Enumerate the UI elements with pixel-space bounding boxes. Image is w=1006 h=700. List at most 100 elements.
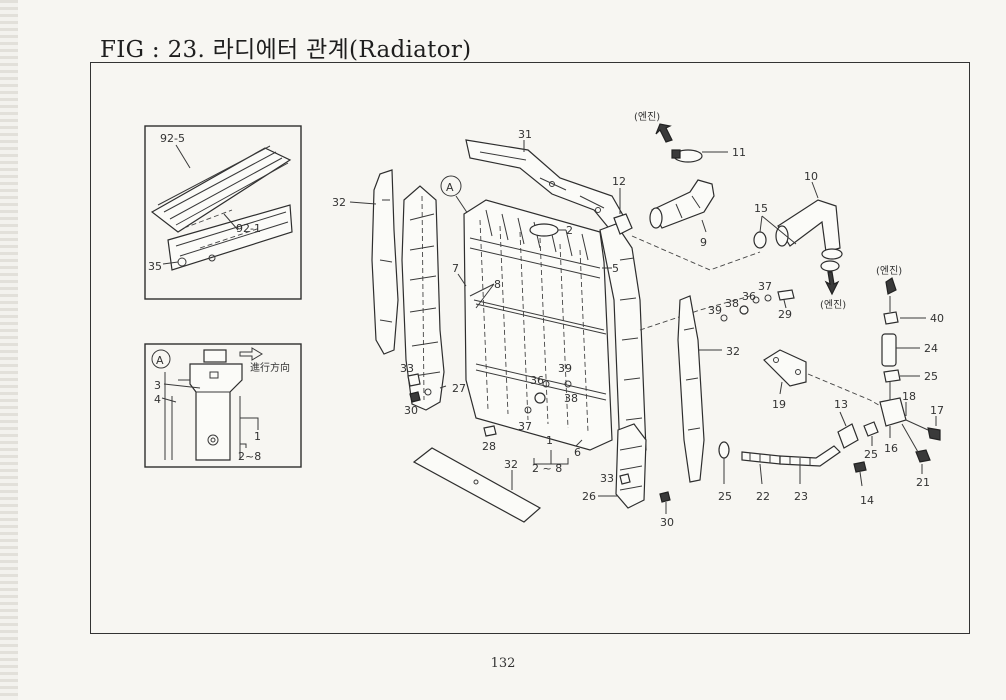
leader-10 bbox=[811, 181, 819, 199]
connection-dash-1 bbox=[631, 235, 761, 271]
leader-6 bbox=[575, 439, 583, 447]
view-a-circle bbox=[151, 349, 171, 369]
callout-27: 27 bbox=[452, 382, 466, 395]
engine-label-top: (엔진) bbox=[634, 111, 660, 123]
inset-callout-2-8: 2~8 bbox=[238, 450, 261, 463]
part-25-clamp-right bbox=[883, 369, 901, 383]
part-28-bolt bbox=[483, 425, 497, 437]
part-33-clip-left bbox=[407, 373, 421, 387]
leader-92-1 bbox=[223, 213, 239, 231]
callout-37-mid: 37 bbox=[518, 420, 532, 433]
callout-1: 1 bbox=[546, 434, 553, 447]
callout-31: 31 bbox=[518, 128, 532, 141]
leader-3 bbox=[163, 383, 201, 389]
part-30-bolt-bottom bbox=[659, 491, 671, 503]
inset-a-drawing bbox=[164, 347, 263, 461]
callout-29: 29 bbox=[778, 308, 792, 321]
figure-title: FIG : 23. 라디에터 관계(Radiator) bbox=[100, 37, 472, 63]
part-22-hose bbox=[741, 451, 781, 465]
callout-38-top: 38 bbox=[725, 297, 739, 310]
leader-9 bbox=[701, 219, 707, 233]
part-40-fitting bbox=[883, 277, 899, 325]
leader-35 bbox=[162, 261, 179, 265]
callout-92-1: 92-1 bbox=[236, 222, 261, 235]
leader-29 bbox=[783, 299, 787, 309]
binding-edge bbox=[0, 0, 18, 700]
leader-13 bbox=[839, 411, 847, 427]
callout-21: 21 bbox=[916, 476, 930, 489]
callout-22: 22 bbox=[756, 490, 770, 503]
part-25-clamp-low bbox=[863, 421, 879, 437]
part-27-left-bracket bbox=[401, 185, 445, 411]
inset-grille-frame bbox=[144, 125, 302, 300]
leader-1 bbox=[240, 417, 259, 430]
callout-32-mid: 32 bbox=[726, 345, 740, 358]
callout-28: 28 bbox=[482, 440, 496, 453]
callout-16: 16 bbox=[884, 442, 898, 455]
part-25-clamp-bottom bbox=[718, 441, 730, 459]
part-17-plug bbox=[905, 419, 941, 441]
callout-2-8: 2 ~ 8 bbox=[532, 462, 562, 475]
callout-24: 24 bbox=[924, 342, 938, 355]
part-30-bolt-left bbox=[409, 391, 421, 403]
part-13-hose-joint bbox=[837, 423, 859, 449]
callout-36-top: 36 bbox=[742, 290, 756, 303]
callout-39-mid: 39 bbox=[558, 362, 572, 375]
part-32-bottom-seal bbox=[412, 447, 542, 523]
callout-32-left: 32 bbox=[332, 196, 346, 209]
callout-25-bottom: 25 bbox=[718, 490, 732, 503]
callout-25-low: 25 bbox=[864, 448, 878, 461]
engine-label-right: (엔진) bbox=[876, 265, 902, 277]
inset-grille-detail: 92-5 92-1 35 bbox=[144, 125, 302, 300]
callout-25-right: 25 bbox=[924, 370, 938, 383]
callout-32-bottom: 32 bbox=[504, 458, 518, 471]
inset-callout-4: 4 bbox=[154, 393, 161, 406]
callout-37-top: 37 bbox=[758, 280, 772, 293]
callout-33-bottom: 33 bbox=[600, 472, 614, 485]
engine-arrow-top-icon bbox=[655, 123, 673, 143]
callout-6: 6 bbox=[574, 446, 581, 459]
callout-7: 7 bbox=[452, 262, 459, 275]
callout-18: 18 bbox=[902, 390, 916, 403]
callout-26: 26 bbox=[582, 490, 596, 503]
direction-text: 進行方向 bbox=[250, 361, 290, 374]
callout-5: 5 bbox=[612, 262, 619, 275]
view-a-pointer bbox=[455, 195, 469, 215]
leader-7 bbox=[457, 273, 467, 287]
callout-14: 14 bbox=[860, 494, 874, 507]
part-11-hose-clamp bbox=[671, 149, 703, 163]
inset-view-a: A 進行方向 3 4 1 2~8 bbox=[144, 343, 302, 468]
part-32-left-seal bbox=[371, 169, 399, 355]
leader-4 bbox=[161, 397, 177, 403]
main-view-a-circle bbox=[440, 175, 462, 197]
leader-1-2-8 bbox=[533, 450, 569, 465]
leader-92-5 bbox=[175, 144, 191, 169]
part-26-lower-bracket bbox=[615, 423, 647, 509]
leader-19 bbox=[779, 381, 783, 395]
callout-17: 17 bbox=[930, 404, 944, 417]
radiator-core bbox=[463, 199, 613, 451]
callout-10: 10 bbox=[804, 170, 818, 183]
part-29-bolt bbox=[720, 289, 795, 322]
callout-13: 13 bbox=[834, 398, 848, 411]
leader-2-8 bbox=[240, 443, 247, 448]
callout-23: 23 bbox=[794, 490, 808, 503]
part-23-hose bbox=[779, 445, 841, 467]
callout-9: 9 bbox=[700, 236, 707, 249]
part-10-lower-hose bbox=[775, 199, 843, 260]
inset-callout-1: 1 bbox=[254, 430, 261, 443]
callout-33-left: 33 bbox=[400, 362, 414, 375]
part-32-mid-seal bbox=[677, 295, 705, 483]
leader-27 bbox=[439, 385, 447, 389]
callout-15: 15 bbox=[754, 202, 768, 215]
part-33-clip-bottom bbox=[619, 473, 631, 485]
callout-8: 8 bbox=[494, 278, 501, 291]
callout-2: 2 bbox=[566, 224, 573, 237]
diagram-frame bbox=[90, 62, 970, 634]
leader-32-left bbox=[349, 201, 377, 205]
page-number: 132 bbox=[490, 656, 516, 671]
main-view-a-label: A bbox=[446, 181, 454, 194]
connection-dash-2 bbox=[639, 295, 751, 331]
part-19-bracket bbox=[763, 349, 807, 387]
